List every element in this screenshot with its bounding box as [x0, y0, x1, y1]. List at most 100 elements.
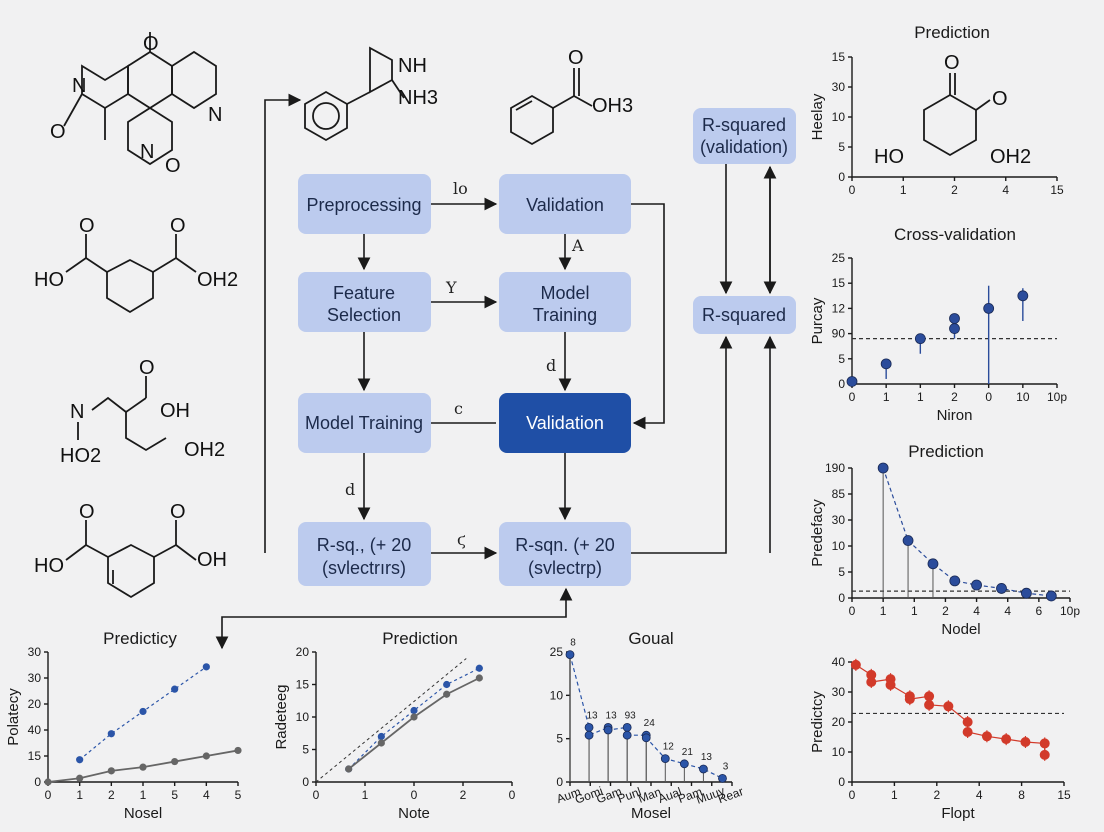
data-label: 93	[625, 710, 637, 721]
preprocessing-label: Preprocessing	[306, 195, 421, 215]
x-tick-label: 4	[1002, 183, 1009, 197]
data-point	[1001, 734, 1012, 745]
chart-6: Goual051025AumGomiGamPunlManAualPamMuuyR…	[550, 629, 746, 822]
data-point	[76, 774, 84, 782]
y-tick-label: 190	[825, 461, 845, 475]
preprocessing-node: Preprocessing	[298, 174, 431, 234]
m5-atom-oh2: OH2	[184, 439, 225, 461]
y-tick-label: 10	[832, 745, 846, 759]
y-axis-label: Purcay	[809, 297, 826, 344]
data-point	[475, 674, 483, 682]
x-tick-label: 15	[1050, 183, 1064, 197]
data-point	[202, 663, 210, 671]
data-point	[1020, 737, 1031, 747]
x-tick-label: 2	[108, 788, 115, 802]
data-point	[679, 759, 689, 769]
y-axis-label: Heelay	[809, 93, 826, 140]
rsquared-validation-label-1: R-squared	[702, 115, 786, 135]
x-tick-label: 1	[891, 788, 898, 802]
data-point	[475, 664, 483, 672]
x-tick-label: 0	[509, 788, 516, 802]
x-tick-label: 0	[985, 390, 992, 404]
y-tick-label: 0	[838, 170, 845, 184]
y-tick-label: 85	[832, 487, 846, 501]
y-tick-label: 5	[838, 352, 845, 366]
m6-atom-oh: OH	[197, 549, 227, 571]
molecule-4: O O HO OH2	[34, 215, 238, 314]
series-line	[348, 677, 480, 770]
y-tick-label: 0	[838, 591, 845, 605]
flowchart: Preprocessing Validation Feature Selecti…	[215, 93, 796, 650]
x-tick-label: 1	[900, 183, 907, 197]
data-point	[924, 699, 935, 710]
data-point	[171, 757, 179, 766]
feature-selection-label-1: Feature	[333, 283, 395, 303]
m2-atom-nh3: NH3	[398, 87, 438, 109]
data-point	[850, 659, 861, 670]
m4-atom-o-right: O	[170, 215, 186, 237]
series-line	[348, 667, 480, 770]
data-point	[924, 691, 935, 702]
model-training-mid-label-2: Training	[533, 305, 597, 325]
atom-label: HO	[874, 146, 904, 168]
y-tick-label: 40	[832, 655, 846, 669]
x-tick-label: 0	[849, 604, 856, 618]
x-tick-label: 10p	[1060, 604, 1080, 618]
data-point	[660, 754, 670, 763]
x-tick-label: 10p	[1047, 390, 1067, 404]
m5-atom-o: O	[139, 357, 155, 379]
x-tick-label: 2	[951, 183, 958, 197]
molecule-1: O N O N N O	[50, 32, 222, 177]
data-point	[410, 706, 418, 715]
x-tick-label: 0	[313, 788, 320, 802]
x-tick-label: 6	[1036, 604, 1043, 618]
m1-atom-o-bottom: O	[165, 155, 181, 177]
x-tick-label: 1	[76, 788, 83, 802]
data-label: 13	[701, 752, 713, 763]
data-point	[377, 732, 385, 741]
data-label: 24	[644, 718, 656, 729]
y-tick-label: 10	[296, 710, 310, 724]
y-tick-label: 25	[832, 251, 846, 265]
rsq-left-label-1: R-sq., (+ 20	[317, 535, 412, 555]
data-point	[565, 650, 575, 659]
validation-dark-node: Validation	[499, 393, 631, 453]
data-point	[880, 358, 892, 370]
x-tick-label: 15	[1057, 788, 1071, 802]
data-point	[866, 677, 877, 687]
chart-axes	[47, 652, 238, 783]
data-point	[866, 669, 877, 680]
atom-label: OH2	[990, 146, 1031, 168]
data-point	[584, 730, 594, 740]
edge-label-rsq-to-rsq: ϛ	[457, 530, 466, 549]
y-tick-label: 90	[832, 327, 846, 341]
y-tick-label: 20	[28, 697, 42, 711]
molecule-5: O N OH HO2 OH2	[60, 357, 225, 467]
y-tick-label: 15	[832, 276, 846, 290]
validation-top-node: Validation	[499, 174, 631, 234]
edge-label-train-to-val: c	[454, 399, 463, 418]
m1-atom-n-bottom: N	[140, 141, 154, 163]
x-tick-label: 2	[933, 788, 940, 802]
data-point	[641, 733, 651, 743]
y-tick-label: 5	[838, 140, 845, 154]
rsquared-validation-node: R-squared (validation)	[693, 108, 796, 164]
y-tick-label: 12	[832, 301, 846, 315]
data-point	[699, 764, 708, 774]
y-tick-label: 15	[832, 50, 846, 64]
m3-atom-o: O	[568, 47, 584, 69]
x-tick-label: 4	[973, 604, 980, 618]
data-point	[443, 680, 451, 689]
data-point	[962, 717, 973, 727]
y-axis-label: Radeteeg	[273, 684, 290, 749]
bond	[975, 99, 991, 111]
x-axis-label: Nosel	[124, 805, 162, 822]
m4-atom-ho: HO	[34, 269, 64, 291]
x-axis-label: Mosel	[631, 805, 671, 822]
data-point	[44, 778, 52, 786]
